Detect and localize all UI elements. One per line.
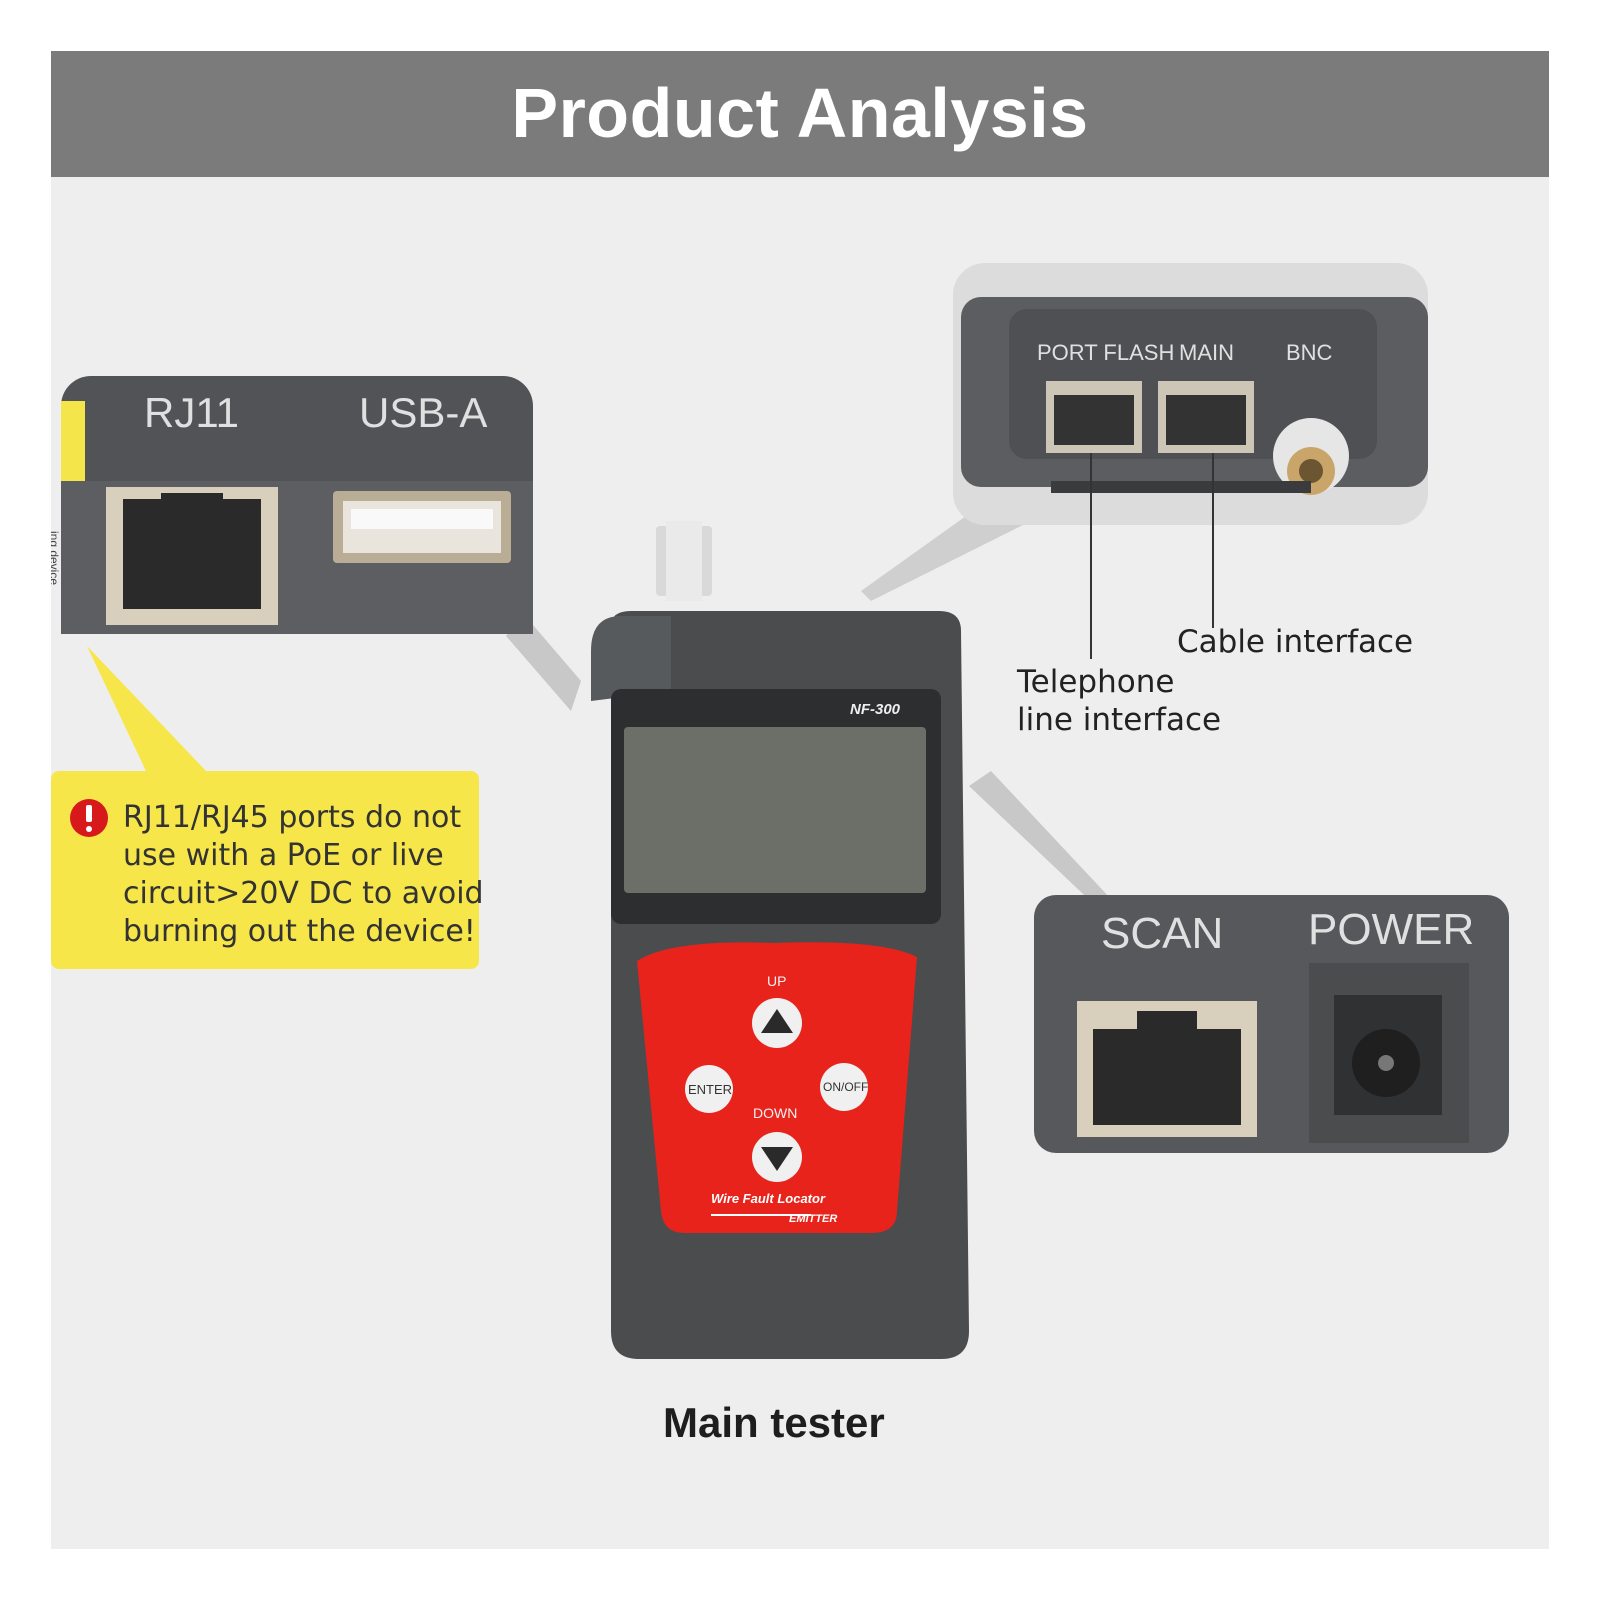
down-label: DOWN [753, 1105, 798, 1121]
enter-button [685, 1065, 733, 1113]
rj11-label: RJ11 [144, 389, 239, 436]
port-flash-label: PORT FLASH [1037, 340, 1175, 365]
page-title: Product Analysis [511, 74, 1089, 152]
bnc-label: BNC [1286, 340, 1333, 365]
side-text: ing device [51, 530, 62, 586]
model-label: NF-300 [850, 701, 901, 718]
warning-text: RJ11/RJ45 ports do not use with a PoE or… [123, 799, 484, 951]
brand-line1: Wire Fault Locator [711, 1191, 826, 1206]
inset-ports-top [953, 263, 1428, 659]
onoff-button [820, 1063, 868, 1111]
telephone-note-line2: line interface [1017, 702, 1222, 738]
lcd-screen [624, 727, 926, 893]
warning-line-3: circuit>20V DC to avoid [123, 876, 484, 911]
power-label: POWER [1308, 905, 1475, 954]
device-body [591, 521, 969, 1359]
inset-rj11-usb [61, 376, 533, 634]
scan-label: SCAN [1101, 909, 1224, 958]
illustration [51, 263, 1509, 1359]
main-tester-caption: Main tester [663, 1399, 885, 1446]
product-panel: Product Analysis [51, 51, 1549, 1549]
onoff-label: ON/OFF [823, 1080, 869, 1094]
cable-interface-note: Cable interface [1177, 624, 1414, 660]
warning-box [51, 771, 479, 969]
warning-line-4: burning out the device! [123, 914, 476, 949]
pointer-left [506, 611, 581, 711]
header-bar: Product Analysis [51, 51, 1549, 177]
usb-a-label: USB-A [359, 389, 488, 436]
warning-pointer [87, 646, 206, 771]
pointer-bottom-right [969, 771, 1111, 911]
main-label: MAIN [1179, 340, 1234, 365]
warning-line-1: RJ11/RJ45 ports do not [123, 800, 462, 835]
enter-label: ENTER [688, 1082, 733, 1097]
telephone-note-line1: Telephone [1017, 664, 1175, 700]
inset-scan-power [1034, 895, 1509, 1153]
brand-line2: EMITTER [789, 1213, 838, 1225]
up-label: UP [767, 973, 787, 989]
keypad-panel [637, 942, 917, 1233]
warning-line-2: use with a PoE or live [123, 838, 444, 873]
